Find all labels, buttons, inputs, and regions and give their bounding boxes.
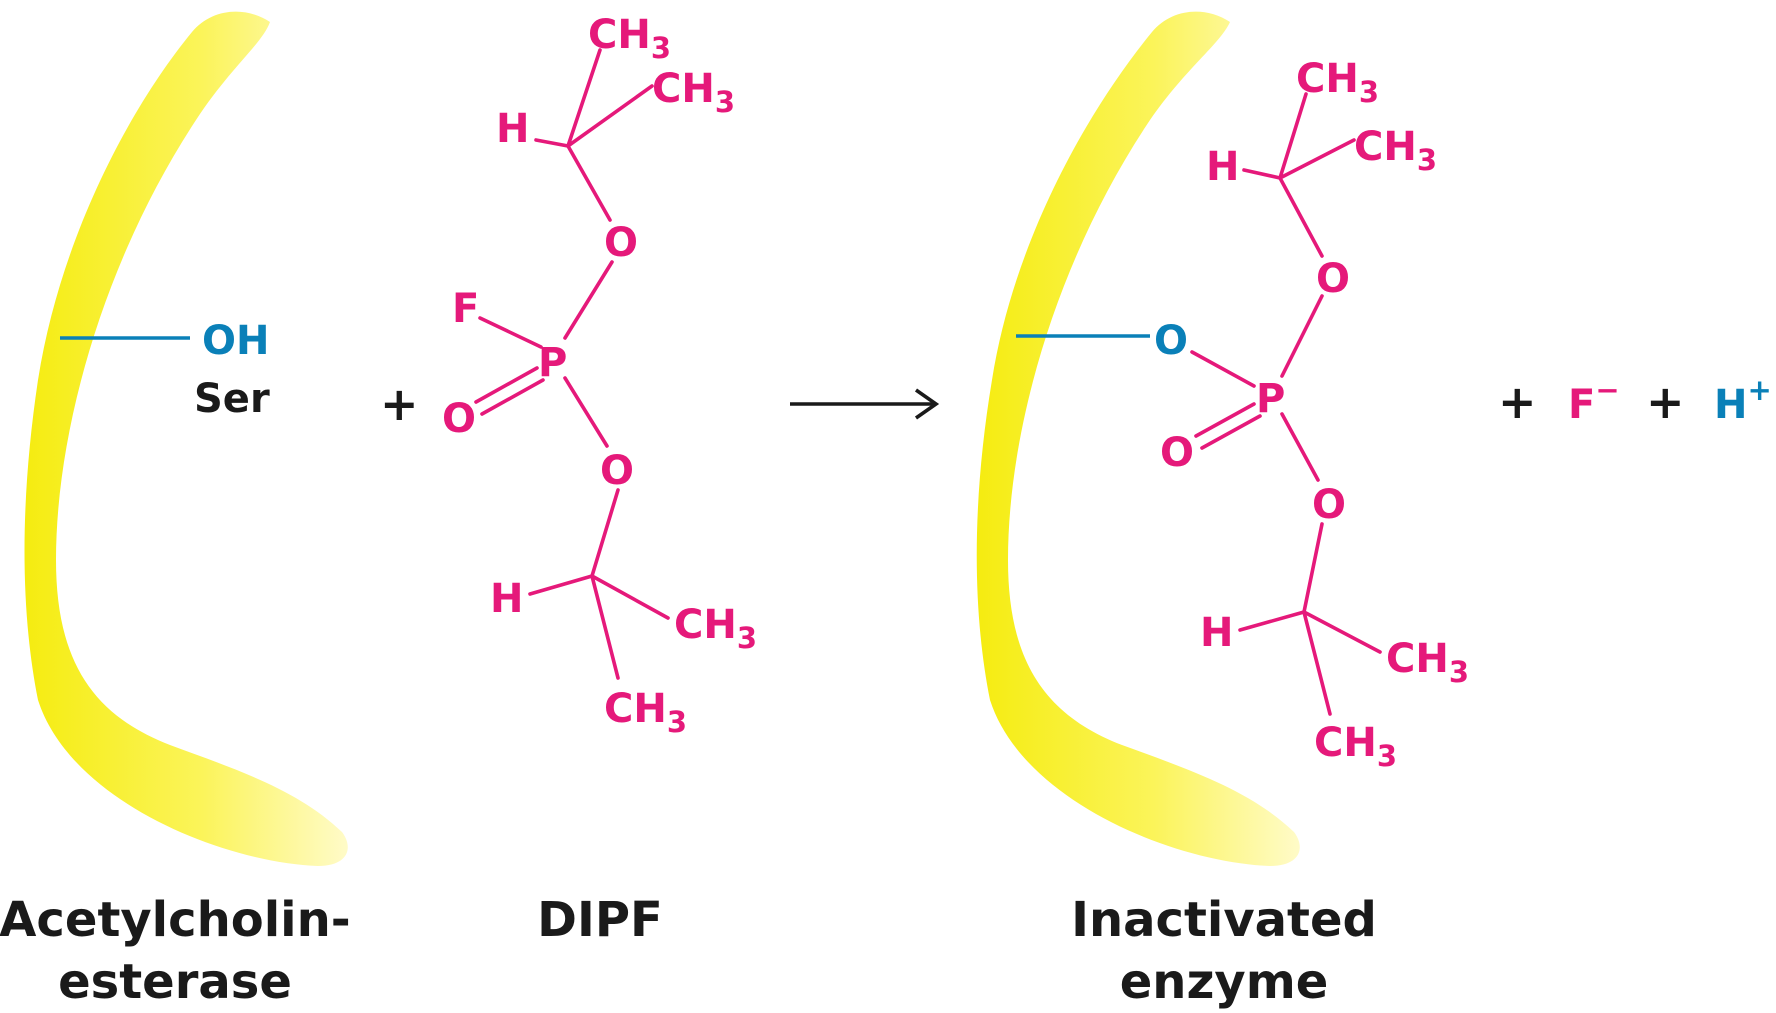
plus-sign-2: + xyxy=(1646,375,1685,429)
bond-ch-ch3-upper-a xyxy=(1278,92,1308,180)
methyl-2: CH3 xyxy=(652,66,735,119)
bond-ch-h-bottom xyxy=(528,574,594,596)
bond-p-f xyxy=(478,316,543,349)
atom-o-double: O xyxy=(442,396,476,442)
adduct-methyl-3: CH3 xyxy=(1386,636,1469,689)
bond-o-ch-upper xyxy=(1278,176,1324,258)
label-inactivated-2: enzyme xyxy=(1120,954,1329,1010)
bond-ch-h-top xyxy=(534,138,570,148)
adduct-atom-h-lower: H xyxy=(1200,610,1233,656)
bond-o-ch-top xyxy=(566,144,612,222)
bond-ch-ch3-c xyxy=(590,574,670,620)
plus-sign-1: + xyxy=(1498,375,1537,429)
bond-p-o-dbl-1 xyxy=(1194,402,1256,438)
methyl-3: CH3 xyxy=(674,602,757,655)
bond-ch-ch3-lower-a xyxy=(1302,610,1382,654)
bond-ch-h-upper xyxy=(1242,168,1282,180)
enzyme-shape-left xyxy=(24,11,348,867)
atom-h-top: H xyxy=(496,106,529,152)
plus-sign-reactants: + xyxy=(380,377,419,431)
atom-p: P xyxy=(538,340,567,386)
bond-ch-ch3-a xyxy=(566,48,602,148)
dipf-molecule: F P O O O H H CH3 CH3 CH3 CH3 xyxy=(442,12,757,739)
product-enzyme: O xyxy=(976,11,1300,867)
fluoride-ion: F− xyxy=(1568,373,1620,428)
label-acetylcholinesterase-1: Acetylcholin- xyxy=(0,892,351,948)
adduct-atom-p: P xyxy=(1256,376,1285,422)
atom-h-bottom: H xyxy=(490,576,523,622)
reaction-arrow xyxy=(790,388,940,420)
adduct-atoms: P O O O H H CH3 CH3 CH3 CH3 xyxy=(1160,56,1469,773)
methyl-1: CH3 xyxy=(588,12,671,65)
byproducts: + F− + H+ xyxy=(1498,373,1772,429)
bond-o-ch-bottom xyxy=(590,488,620,578)
adduct-atom-o-upper: O xyxy=(1316,256,1350,302)
bond-p-o-dbl-2 xyxy=(1200,414,1262,450)
label-inactivated-1: Inactivated xyxy=(1071,892,1377,948)
bond-ch-ch3-b xyxy=(566,84,654,148)
adduct-atom-o-double: O xyxy=(1160,430,1194,476)
enzyme-shape-right xyxy=(976,11,1300,867)
adduct-methyl-4: CH3 xyxy=(1314,720,1397,773)
bond-p-o-double-1 xyxy=(474,366,539,404)
label-acetylcholinesterase-2: esterase xyxy=(58,954,292,1010)
bond-p-o-upper xyxy=(1280,294,1324,378)
bond-ch-h-lower xyxy=(1238,610,1306,632)
serine-label: Ser xyxy=(194,376,270,422)
adduct-atom-o-lower: O xyxy=(1312,482,1346,528)
methyl-4: CH3 xyxy=(604,686,687,739)
product-adduct: P O O O H H CH3 CH3 CH3 CH3 xyxy=(1160,56,1469,773)
dipf-bonds xyxy=(474,48,670,680)
bond-p-o-bottom xyxy=(563,376,609,448)
bond-o-p-link xyxy=(1190,350,1256,388)
bond-ch-ch3-d xyxy=(590,574,620,680)
atom-o-bottom: O xyxy=(600,448,634,494)
label-dipf: DIPF xyxy=(537,892,663,948)
bond-o-ch-lower xyxy=(1302,522,1324,614)
adduct-atom-h-upper: H xyxy=(1206,144,1239,190)
labels: Acetylcholin- esterase DIPF Inactivated … xyxy=(0,892,1377,1010)
linking-oxygen: O xyxy=(1154,318,1188,364)
atom-o-top: O xyxy=(604,220,638,266)
bond-p-o-top xyxy=(563,260,614,340)
reactant-enzyme: OH Ser xyxy=(24,11,348,867)
bond-ch-ch3-lower-b xyxy=(1302,610,1332,716)
hydroxyl-group: OH xyxy=(202,318,269,364)
atom-f: F xyxy=(452,286,479,332)
bond-p-o-lower xyxy=(1280,412,1320,482)
adduct-bonds xyxy=(1190,92,1382,716)
bond-ch-ch3-upper-b xyxy=(1278,138,1356,180)
bond-p-o-double-2 xyxy=(480,378,545,416)
dipf-atoms: F P O O O H H CH3 CH3 CH3 CH3 xyxy=(442,12,757,739)
adduct-methyl-1: CH3 xyxy=(1296,56,1379,109)
proton: H+ xyxy=(1714,373,1772,428)
adduct-methyl-2: CH3 xyxy=(1354,124,1437,177)
